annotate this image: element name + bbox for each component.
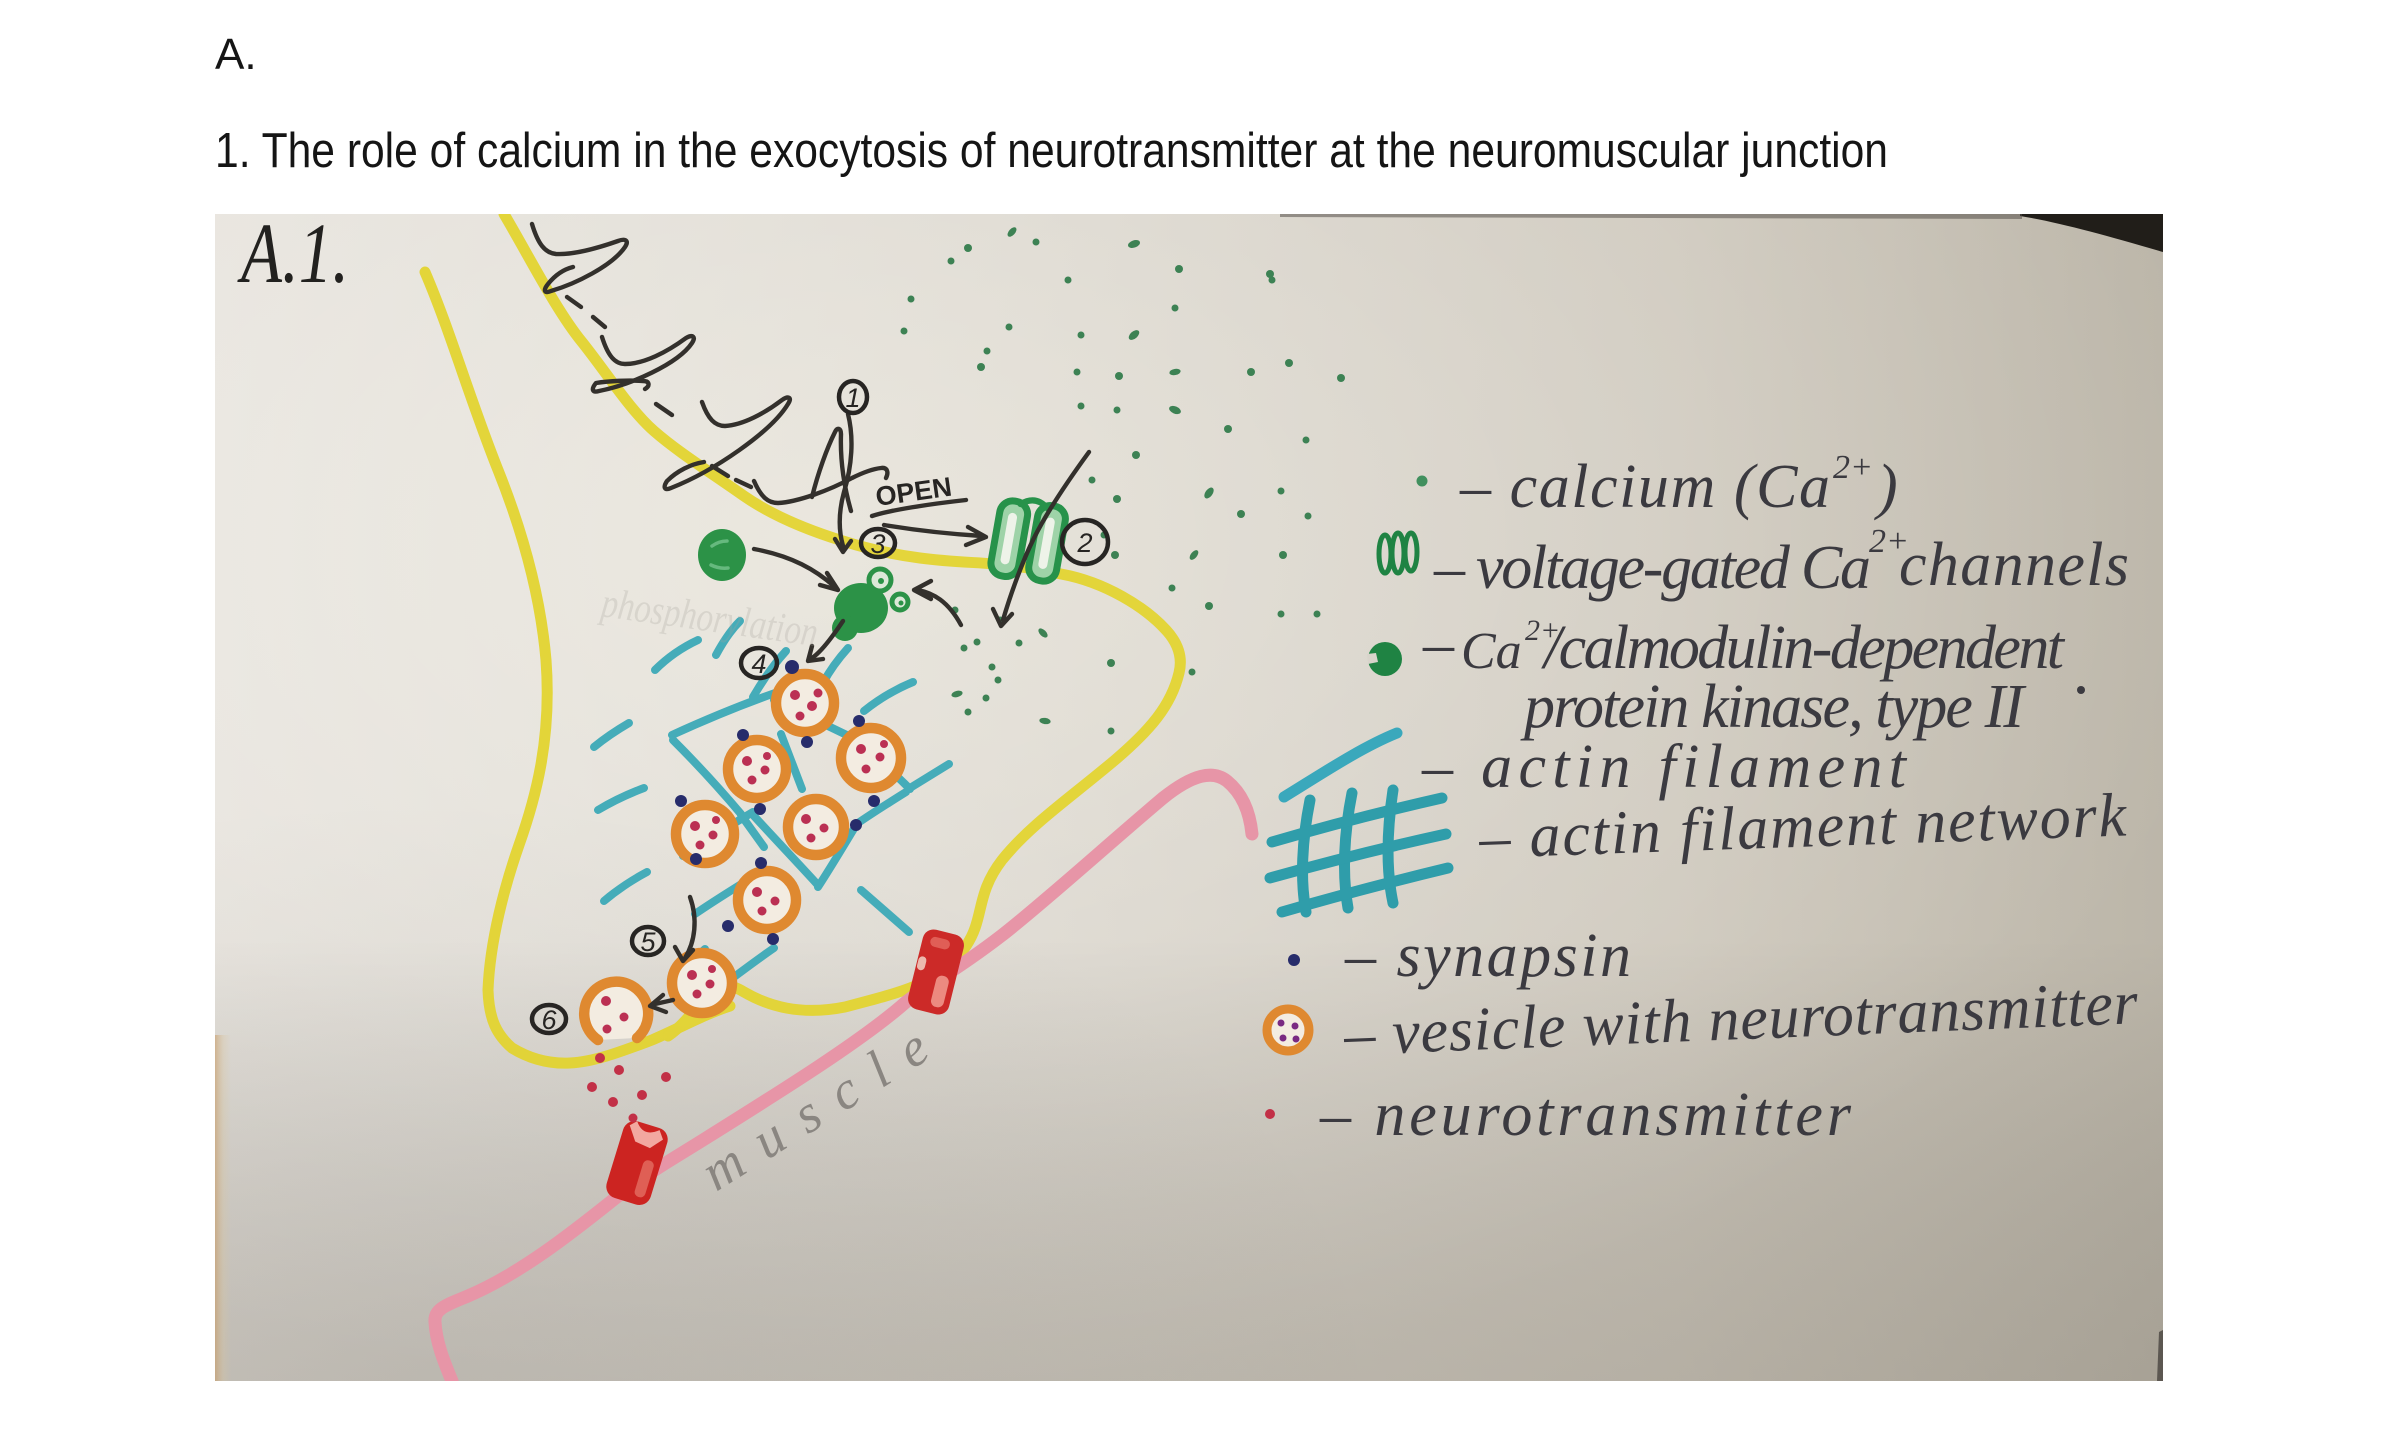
svg-text:1: 1	[845, 383, 860, 413]
svg-text:2: 2	[1076, 528, 1092, 558]
svg-text:– synapsin: – synapsin	[1344, 922, 1631, 990]
svg-text:2+: 2+	[1833, 449, 1873, 486]
svg-text:6: 6	[541, 1005, 557, 1035]
svg-text:2+: 2+	[1869, 523, 1909, 560]
svg-text:channels: channels	[1899, 531, 2129, 599]
svg-text:A.1.: A.1.	[237, 205, 349, 301]
svg-text:– actin filament: – actin filament	[1421, 733, 1908, 801]
svg-text:– voltage-gated Ca: – voltage-gated Ca	[1433, 534, 1871, 602]
svg-text:/calmodulin-dependent: /calmodulin-dependent	[1541, 614, 2066, 682]
svg-text:1. The role of calcium in the: 1. The role of calcium in the exocytosis…	[215, 124, 1888, 178]
svg-text:protein kinase, type II: protein kinase, type II	[1520, 673, 2027, 741]
svg-text:5: 5	[640, 927, 656, 957]
svg-text:–: –	[1422, 610, 1455, 678]
svg-text:2+: 2+	[1525, 614, 1560, 647]
svg-text:3: 3	[870, 529, 885, 559]
svg-text:4: 4	[751, 649, 766, 679]
svg-text:A.: A.	[215, 30, 257, 79]
svg-text:– calcium (Ca: – calcium (Ca	[1459, 453, 1830, 521]
svg-text:): )	[1874, 453, 1898, 521]
svg-text:Ca: Ca	[1461, 623, 1522, 680]
